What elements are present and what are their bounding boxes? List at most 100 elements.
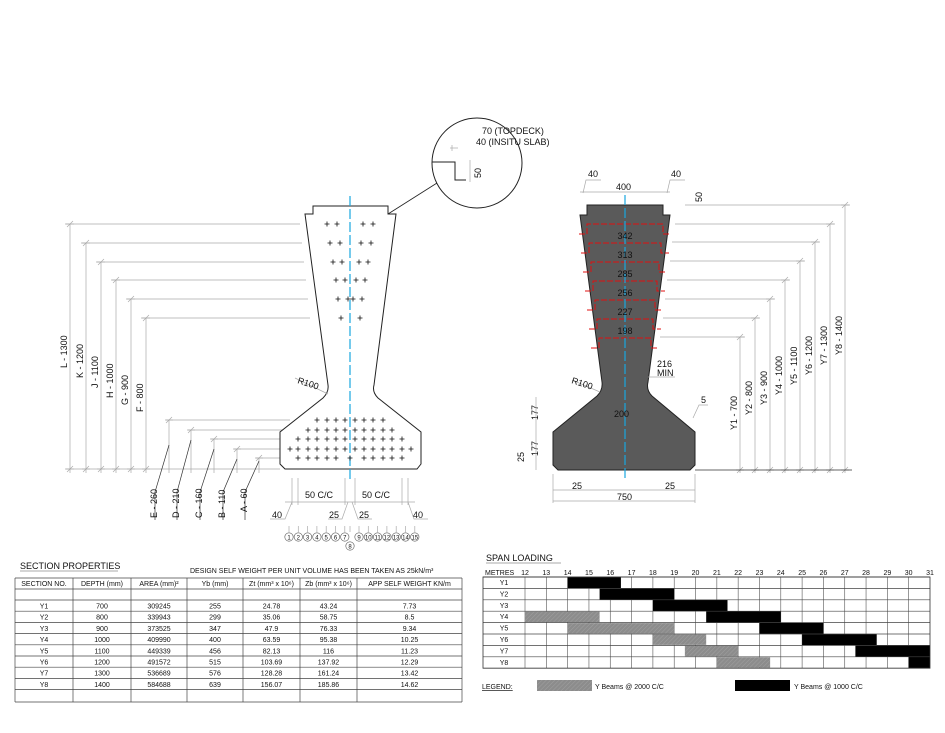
strand-position	[360, 221, 366, 227]
strand-number-circle	[321, 532, 331, 542]
web-min-label: 216	[657, 359, 672, 369]
strand-position	[408, 446, 414, 452]
dimension-tick	[127, 295, 135, 303]
strand-position	[342, 277, 348, 283]
metre-tick-label: 29	[883, 570, 891, 577]
table-cell: 409990	[147, 637, 170, 644]
table-cell: 339943	[147, 615, 170, 622]
strand-position	[337, 240, 343, 246]
leader-line	[244, 460, 260, 520]
legend-black-text: Y Beams @ 1000 C/C	[794, 684, 863, 691]
table-cell: 11.23	[401, 648, 418, 655]
strand-position	[314, 417, 320, 423]
strand-number-circle	[382, 532, 392, 542]
row-label: Y2	[500, 591, 509, 598]
metre-tick-label: 23	[756, 570, 764, 577]
detail-callout: 70 (TOPDECK) 40 (INSITU SLAB) 50	[387, 117, 550, 215]
left-spacing-label: 50 C/C	[305, 490, 334, 500]
table-cell: 309245	[147, 604, 170, 611]
depth-label: Y7 - 1300	[819, 326, 829, 365]
strand-position	[342, 436, 348, 442]
strand-position	[361, 427, 367, 433]
strand-position	[352, 417, 358, 423]
strand-position	[380, 417, 386, 423]
height-label: L - 1300	[59, 335, 69, 368]
strand-position	[358, 240, 364, 246]
table-cell: 156.07	[261, 682, 283, 689]
level-label: C - 160	[194, 488, 204, 518]
table-cell: 7.73	[403, 604, 417, 611]
strand-number: 12	[384, 535, 391, 541]
leader-line	[154, 444, 170, 520]
strand-number-circle	[312, 532, 322, 542]
strand-position	[350, 296, 356, 302]
bottom-left-label: 25	[572, 481, 582, 491]
table-cell: 8.5	[405, 615, 415, 622]
strand-position	[389, 446, 395, 452]
strand-position	[361, 446, 367, 452]
table-cell: 12.29	[401, 660, 419, 667]
strand-position	[399, 446, 405, 452]
dimension-tick	[142, 314, 150, 322]
top-step-label: 50	[694, 192, 704, 202]
strand-position	[352, 436, 358, 442]
strand-position	[324, 417, 330, 423]
metre-tick-label: 25	[798, 570, 806, 577]
table-cell: 128.28	[261, 671, 283, 678]
height-label: F - 800	[135, 383, 145, 412]
level-label: B - 110	[217, 490, 227, 518]
strand-position	[357, 315, 363, 321]
table-cell: 347	[209, 626, 221, 633]
height-label: K - 1200	[75, 344, 85, 378]
table-cell: 103.69	[261, 660, 283, 667]
leader-line	[176, 439, 192, 520]
table-cell: 373525	[147, 626, 170, 633]
dimension-tick	[751, 314, 759, 322]
dimension-tick	[66, 220, 74, 228]
strand-position	[399, 436, 405, 442]
table-cell: 255	[209, 604, 221, 611]
strand-position	[333, 446, 339, 452]
strand-position	[305, 427, 311, 433]
depth-label: Y6 - 1200	[804, 336, 814, 375]
table-cell: 35.06	[263, 615, 281, 622]
dimension-tick	[165, 416, 173, 424]
right-radius-label: R100	[570, 375, 594, 391]
strand-position	[333, 277, 339, 283]
table-header: AREA (mm)²	[139, 581, 179, 588]
strand-position	[314, 436, 320, 442]
row-label: Y8	[500, 660, 509, 667]
strand-number: 1	[287, 535, 291, 541]
flange-upper-label: 177	[530, 405, 540, 420]
height-label: G - 900	[120, 375, 130, 405]
leader-line	[270, 501, 293, 520]
strand-position	[314, 446, 320, 452]
height-label: J - 1100	[90, 356, 100, 388]
section-properties-title: SECTION PROPERTIES	[20, 561, 120, 571]
strand-position	[314, 455, 320, 461]
strand-position	[324, 436, 330, 442]
strand-number-circle	[410, 532, 420, 542]
strand-position	[380, 427, 386, 433]
strand-number: 4	[315, 535, 319, 541]
strand-position	[324, 427, 330, 433]
level-label: E - 260	[149, 489, 159, 518]
metre-tick-label: 21	[713, 570, 721, 577]
strand-position	[362, 277, 368, 283]
strand-number: 3	[306, 535, 310, 541]
chart-border	[482, 576, 931, 669]
strand-position	[295, 446, 301, 452]
depth-label: Y4 - 1000	[774, 356, 784, 395]
strand-position	[389, 427, 395, 433]
strand-position	[305, 436, 311, 442]
table-cell: 76.33	[320, 626, 338, 633]
table-cell: Y1	[40, 604, 49, 611]
web-width-label: 313	[617, 250, 632, 260]
dimension-tick	[112, 276, 120, 284]
span-bar-1000cc	[706, 611, 781, 623]
row-label: Y6	[500, 637, 509, 644]
strand-position	[333, 436, 339, 442]
metre-tick-label: 17	[628, 570, 636, 577]
dimension-tick	[766, 295, 774, 303]
